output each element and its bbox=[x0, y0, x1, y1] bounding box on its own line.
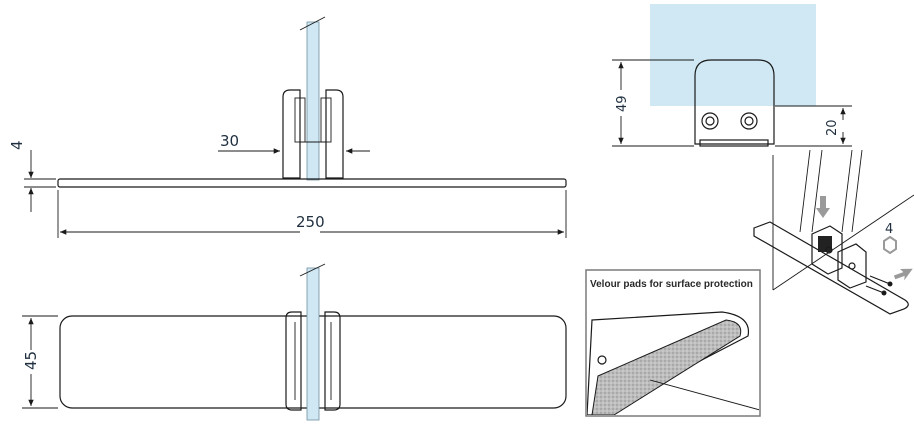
callout-edge-line bbox=[649, 379, 759, 411]
dim-4-label: 4 bbox=[8, 140, 26, 150]
callout-title: Velour pads for surface protection bbox=[590, 279, 753, 290]
glass-panel-top bbox=[306, 267, 320, 421]
glass-panel-side bbox=[650, 4, 816, 106]
glass-iso-hatch-4 bbox=[851, 149, 863, 233]
screw-iso-2 bbox=[869, 275, 891, 285]
glass-break-line-top bbox=[299, 263, 326, 277]
isometric-view: 4 bbox=[753, 149, 914, 315]
clamp-iso-screw-a bbox=[825, 246, 833, 254]
dim-45-label: 45 bbox=[22, 351, 40, 370]
screw-right-outer bbox=[740, 112, 758, 130]
dim-250-label: 250 bbox=[296, 213, 325, 231]
clamp-iso-screw-b bbox=[848, 262, 856, 270]
screw-left-inner bbox=[705, 116, 715, 126]
dim-49-label: 49 bbox=[615, 95, 630, 112]
clamp-left-top bbox=[285, 311, 302, 411]
velour-pad bbox=[591, 319, 742, 415]
glass-iso-hatch-1 bbox=[799, 149, 811, 233]
screw-right-inner bbox=[744, 116, 754, 126]
side-view: 49 20 bbox=[612, 4, 852, 147]
clamp-right-top bbox=[324, 311, 341, 411]
clamp-iso-pad bbox=[818, 236, 832, 252]
top-view: 45 bbox=[22, 263, 567, 421]
dim-20-label: 20 bbox=[825, 119, 840, 136]
clamp-right-body bbox=[325, 89, 344, 179]
dim-30-label: 30 bbox=[220, 132, 239, 150]
screw-iso-2-head bbox=[887, 281, 893, 287]
callout-screw bbox=[597, 355, 607, 365]
clamp-left-body bbox=[282, 89, 301, 179]
clamp-iso-front bbox=[837, 243, 867, 289]
base-plate-iso bbox=[753, 221, 909, 315]
screw-left-outer bbox=[701, 112, 719, 130]
insert-arrow-down bbox=[816, 196, 830, 218]
base-plate-front bbox=[57, 178, 567, 188]
front-view: 30 4 250 bbox=[8, 16, 567, 238]
velour-callout: Velour pads for surface protection bbox=[585, 269, 761, 417]
clamp-iso-back bbox=[811, 225, 843, 275]
glass-iso-hatch-3 bbox=[841, 149, 853, 233]
glass-iso-hatch-2 bbox=[811, 149, 823, 233]
insert-arrow-left bbox=[893, 268, 913, 281]
hex-key-label: 4 bbox=[885, 222, 893, 237]
screw-iso-1-head bbox=[881, 290, 887, 296]
glass-panel-front bbox=[306, 21, 320, 181]
glass-iso-bottom-edge bbox=[772, 194, 914, 291]
clamp-side-body bbox=[694, 59, 775, 145]
screw-iso-1 bbox=[865, 285, 885, 294]
clamp-side-foot bbox=[699, 139, 769, 147]
hex-key-icon bbox=[883, 235, 897, 255]
glass-break-line bbox=[299, 16, 326, 31]
